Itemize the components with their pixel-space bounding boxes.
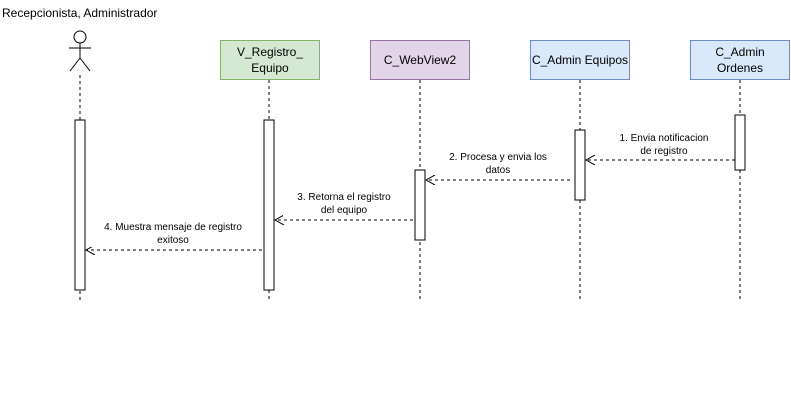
lifeline-label-line1: C_Admin Equipos: [531, 53, 629, 67]
message-4-label: 4. Muestra mensaje de registro exitoso: [91, 221, 255, 247]
lifeline-label-line1: V_Registro_: [236, 45, 304, 59]
actor-icon: [69, 30, 91, 72]
c-admin-equipos-activation: [574, 129, 586, 201]
lifeline-c-admin-ordenes: C_Admin Ordenes: [690, 40, 790, 80]
message-label-line1: 4. Muestra mensaje de registro: [104, 222, 242, 233]
actor-label: Recepcionista, Administrador: [2, 6, 158, 20]
c-webview2-activation: [414, 169, 426, 241]
lifeline-c-admin-equipos: C_Admin Equipos: [530, 40, 630, 80]
lifeline-label-line2: Ordenes: [716, 61, 763, 75]
message-2-label: 2. Procesa y envia los datos: [436, 151, 560, 177]
actor-activation: [74, 119, 86, 291]
message-label-line2: exitoso: [157, 235, 189, 246]
message-3-label: 3. Retorna el registro del equipo: [283, 191, 405, 217]
v-registro-activation: [263, 119, 275, 291]
message-label-line1: 3. Retorna el registro: [297, 192, 391, 203]
lifeline-label-line1: C_Admin: [715, 45, 765, 59]
lifeline-label-line1: C_WebView2: [383, 53, 457, 67]
lifeline-v-registro-equipo: V_Registro_ Equipo: [220, 40, 320, 80]
message-label-line1: 2. Procesa y envia los: [449, 152, 547, 163]
message-1-label: 1. Envia notificacion de registro: [603, 132, 725, 158]
c-admin-ordenes-activation: [734, 114, 746, 171]
message-label-line2: de registro: [640, 146, 688, 157]
message-label-line1: 1. Envia notificacion: [619, 133, 709, 144]
lifeline-label-line2: Equipo: [251, 61, 289, 75]
message-label-line2: del equipo: [320, 205, 368, 216]
lifeline-c-webview2: C_WebView2: [370, 40, 470, 80]
message-label-line2: datos: [485, 165, 511, 176]
